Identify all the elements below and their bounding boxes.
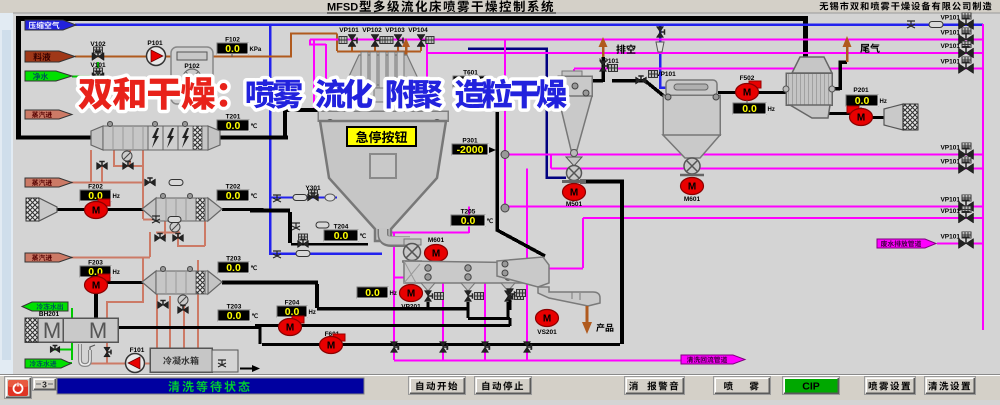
svg-text:MFSD: MFSD bbox=[327, 2, 358, 14]
svg-text:0.0: 0.0 bbox=[365, 287, 380, 299]
svg-text:M: M bbox=[743, 88, 751, 99]
svg-text:Hz: Hz bbox=[113, 194, 120, 200]
svg-text:VP101: VP101 bbox=[599, 58, 619, 65]
svg-text:M: M bbox=[570, 188, 578, 199]
svg-text:T204: T204 bbox=[334, 224, 349, 231]
svg-text:℃: ℃ bbox=[360, 233, 367, 240]
svg-text:℃: ℃ bbox=[487, 218, 494, 225]
svg-text:Hz: Hz bbox=[113, 270, 120, 276]
svg-text:Hz: Hz bbox=[880, 99, 887, 105]
svg-text:F102: F102 bbox=[225, 37, 240, 44]
svg-text:Hz: Hz bbox=[390, 291, 397, 297]
svg-text:Hz: Hz bbox=[768, 107, 775, 113]
svg-text:M: M bbox=[327, 341, 335, 352]
svg-text:T203: T203 bbox=[226, 256, 241, 263]
svg-text:0.0: 0.0 bbox=[855, 95, 870, 107]
svg-text:F101: F101 bbox=[130, 347, 145, 354]
svg-text:P101: P101 bbox=[147, 40, 163, 47]
svg-text:T201: T201 bbox=[226, 114, 241, 121]
svg-text:M: M bbox=[432, 249, 440, 260]
svg-text:M: M bbox=[286, 323, 294, 334]
svg-text:M601: M601 bbox=[684, 196, 701, 203]
svg-text:F204: F204 bbox=[285, 300, 300, 307]
svg-text:M: M bbox=[89, 318, 107, 343]
svg-text:0.0: 0.0 bbox=[461, 215, 476, 227]
svg-text:T205: T205 bbox=[461, 209, 476, 216]
svg-text:M501: M501 bbox=[566, 201, 583, 208]
svg-text:VP101: VP101 bbox=[940, 30, 960, 37]
svg-text:VP201: VP201 bbox=[401, 304, 421, 311]
svg-text:V101: V101 bbox=[90, 62, 106, 69]
svg-text:℃: ℃ bbox=[251, 193, 258, 200]
svg-text:0.0: 0.0 bbox=[226, 262, 241, 274]
svg-text:F601: F601 bbox=[325, 331, 340, 338]
svg-text:F202: F202 bbox=[88, 184, 103, 191]
svg-text:VP101: VP101 bbox=[940, 208, 960, 215]
svg-text:KPa: KPa bbox=[250, 47, 262, 53]
svg-text:M: M bbox=[43, 318, 61, 343]
svg-text:V102: V102 bbox=[90, 41, 106, 48]
svg-text:℃: ℃ bbox=[251, 265, 258, 272]
svg-text:P102: P102 bbox=[184, 63, 200, 70]
svg-text:0.0: 0.0 bbox=[226, 190, 241, 202]
svg-text:P301: P301 bbox=[462, 138, 478, 145]
svg-text:VP101: VP101 bbox=[940, 43, 960, 50]
svg-text:T202: T202 bbox=[226, 184, 241, 191]
svg-text:VP101: VP101 bbox=[339, 27, 359, 34]
svg-text:VP101: VP101 bbox=[940, 234, 960, 241]
svg-text:T203: T203 bbox=[227, 304, 242, 311]
svg-text:M: M bbox=[857, 113, 865, 124]
svg-text:0.0: 0.0 bbox=[226, 120, 241, 132]
svg-text:F502: F502 bbox=[740, 75, 755, 82]
svg-text:CIP: CIP bbox=[802, 381, 820, 393]
svg-text:Y301: Y301 bbox=[305, 185, 321, 192]
svg-text:BH201: BH201 bbox=[39, 311, 60, 318]
svg-text:℃: ℃ bbox=[252, 313, 259, 320]
svg-text:0.0: 0.0 bbox=[227, 310, 242, 322]
svg-text:T601: T601 bbox=[463, 70, 478, 77]
svg-text:0.0: 0.0 bbox=[742, 103, 757, 115]
svg-text:3: 3 bbox=[42, 380, 47, 390]
svg-text:F203: F203 bbox=[88, 260, 103, 267]
svg-text:M: M bbox=[543, 314, 551, 325]
svg-text:VP101: VP101 bbox=[940, 159, 960, 166]
svg-text:VP102: VP102 bbox=[362, 27, 382, 34]
svg-text:M601: M601 bbox=[428, 237, 445, 244]
svg-text:0.0: 0.0 bbox=[225, 43, 240, 55]
svg-text:0.0: 0.0 bbox=[285, 306, 300, 318]
svg-text:Hz: Hz bbox=[309, 310, 316, 316]
svg-text:VP101: VP101 bbox=[940, 15, 960, 22]
svg-text:℃: ℃ bbox=[251, 123, 258, 130]
svg-text:VP103: VP103 bbox=[385, 27, 405, 34]
svg-text:P201: P201 bbox=[853, 87, 869, 94]
svg-text:-2000: -2000 bbox=[457, 144, 484, 156]
svg-text:VP104: VP104 bbox=[408, 27, 428, 34]
svg-text:M: M bbox=[407, 289, 415, 300]
svg-text:M: M bbox=[92, 281, 100, 292]
svg-text:VP101: VP101 bbox=[940, 197, 960, 204]
svg-text:VP101: VP101 bbox=[940, 145, 960, 152]
svg-text:M: M bbox=[688, 182, 696, 193]
svg-text:M: M bbox=[92, 206, 100, 217]
svg-text:VP101: VP101 bbox=[940, 59, 960, 66]
svg-text:VP101: VP101 bbox=[656, 71, 676, 78]
svg-text:VS201: VS201 bbox=[537, 329, 557, 336]
svg-text:0.0: 0.0 bbox=[334, 230, 349, 242]
